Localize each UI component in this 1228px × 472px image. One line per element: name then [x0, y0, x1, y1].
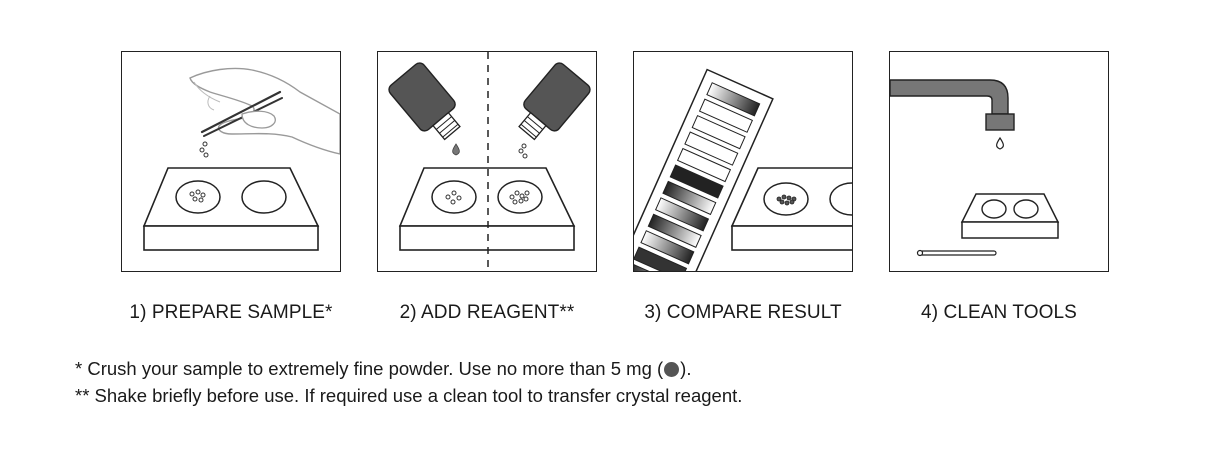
step-4-panel: [889, 51, 1109, 272]
step-1-panel: [121, 51, 341, 272]
step-2-panel: [377, 51, 597, 272]
color-chart-compare-icon: [634, 68, 852, 271]
step-2-caption: 2) ADD REAGENT**: [399, 302, 575, 323]
sample-size-dot-icon: [664, 362, 680, 377]
step-3-caption: 3) COMPARE RESULT: [644, 302, 842, 323]
step-4-caption: 4) CLEAN TOOLS: [921, 302, 1077, 323]
step-1-caption: 1) PREPARE SAMPLE*: [129, 302, 333, 323]
hand-tweezers-sample-icon: [142, 67, 340, 251]
step-3-panel: [633, 51, 853, 272]
faucet-rinse-icon: [890, 79, 1060, 257]
footnote-1-end: ).: [680, 358, 692, 379]
footnote-1: * Crush your sample to extremely fine po…: [75, 358, 691, 380]
footnote-1-text: * Crush your sample to extremely fine po…: [75, 358, 664, 379]
footnote-2: ** Shake briefly before use. If required…: [75, 385, 743, 406]
reagent-bottle-drop-icon: [388, 52, 591, 271]
